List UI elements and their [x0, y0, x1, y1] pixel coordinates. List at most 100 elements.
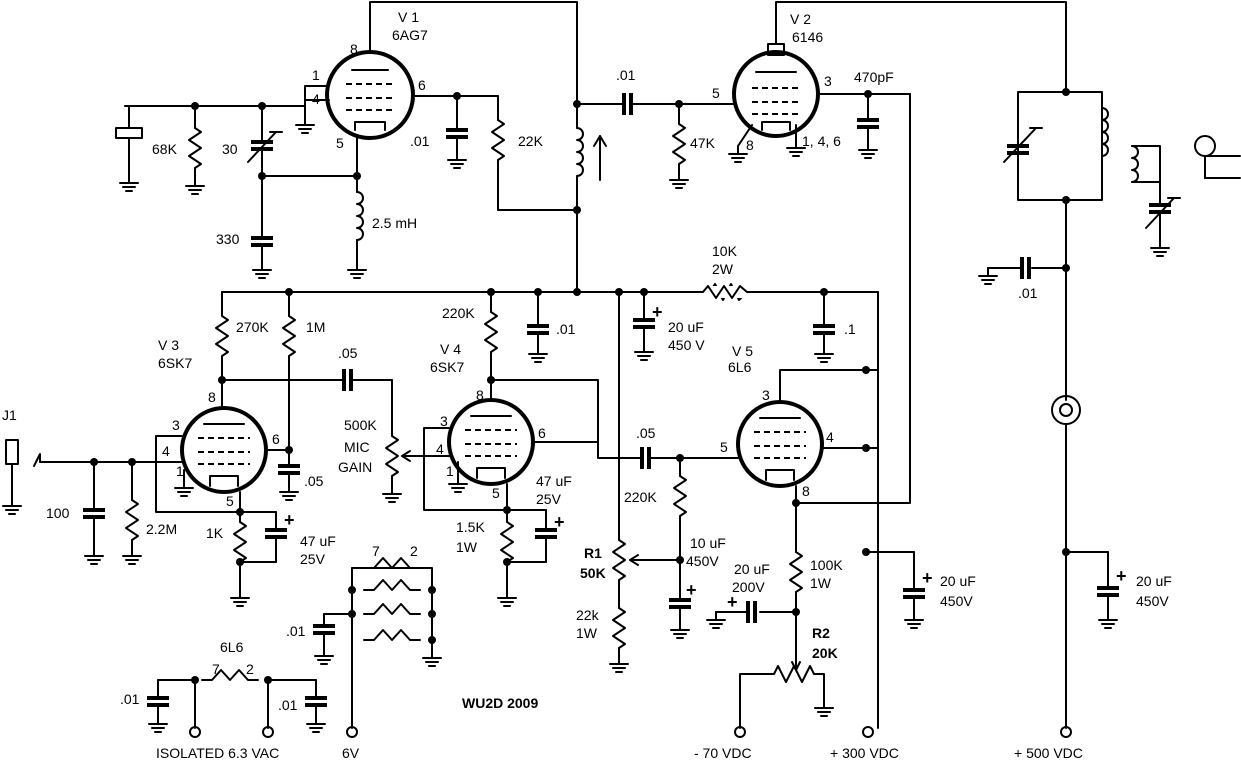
c01e-label: .01	[120, 691, 140, 707]
v6-label: 6V	[342, 745, 360, 761]
heater-6l6-label: 6L6	[220, 639, 244, 655]
v5-pin5: 5	[720, 439, 728, 455]
v4-pin1: 1	[446, 463, 454, 479]
v3-pin1: 1	[176, 463, 184, 479]
v3-pin5: 5	[226, 493, 234, 509]
r2-value: 20K	[812, 645, 838, 661]
heater-pin7: 7	[372, 543, 380, 559]
r100k-watt: 1W	[810, 575, 832, 591]
v1-tube	[325, 50, 415, 140]
audio-section: +	[2, 283, 933, 738]
v3-tube	[180, 406, 268, 494]
svg-text:+: +	[1116, 566, 1127, 586]
c01d-label: .01	[286, 623, 306, 639]
c470-label: 470pF	[854, 69, 894, 85]
v2-pin5: 5	[712, 85, 720, 101]
v2-pin3: 3	[824, 73, 832, 89]
v4-pin6: 6	[538, 425, 546, 441]
r1-label: R1	[584, 545, 602, 561]
terminal-500v[interactable]	[1060, 726, 1072, 738]
r15k-label: 1.5K	[456, 519, 485, 535]
heater-wiring	[145, 557, 442, 738]
c20b-label: 20 uF	[734, 561, 770, 577]
v1-name: V 1	[398, 9, 419, 25]
c47b-volt: 25V	[536, 491, 562, 507]
r10k-watt: 2W	[712, 261, 734, 277]
r68k-label: 68K	[152, 141, 178, 157]
r47k-label: 47K	[690, 135, 716, 151]
r22kb-label: 22k	[576, 607, 600, 623]
r220k-label: 220K	[442, 305, 475, 321]
svg-text:+: +	[922, 568, 933, 588]
c30-label: 30	[222, 141, 238, 157]
r22kb-watt: 1W	[576, 625, 598, 641]
v5-type: 6L6	[728, 359, 752, 375]
c20d-volt: 450V	[1136, 593, 1169, 609]
j1-jack[interactable]	[5, 439, 19, 465]
svg-text:+: +	[727, 592, 738, 612]
v5-tube	[736, 400, 824, 488]
c05a-label: .05	[338, 345, 358, 361]
c20c-volt: 450V	[940, 593, 973, 609]
c20b-volt: 200V	[732, 579, 765, 595]
gain-label: GAIN	[338, 459, 372, 475]
terminal-iso-a[interactable]	[189, 726, 201, 738]
c01a-label: .01	[410, 133, 430, 149]
v300-label: + 300 VDC	[830, 745, 899, 761]
v5-pin4: 4	[826, 429, 834, 445]
c01f-label: .01	[278, 697, 298, 713]
c47b-label: 47 uF	[536, 473, 572, 489]
pi-tank	[1017, 91, 1103, 201]
v1-stage	[115, 1, 736, 293]
c01b-label: .01	[556, 321, 576, 337]
r500k-label: 500K	[344, 417, 377, 433]
terminal-6v[interactable]	[346, 726, 358, 738]
v1-pin1: 1	[312, 67, 320, 83]
c1-label: .1	[844, 321, 856, 337]
c10-label: 10 uF	[690, 535, 726, 551]
c47a-volt: 25V	[300, 551, 326, 567]
v2-type: 6146	[792, 29, 823, 45]
c20c-label: 20 uF	[940, 573, 976, 589]
r1k-label: 1K	[206, 525, 224, 541]
l25-label: 2.5 mH	[372, 215, 417, 231]
tank-and-output: +	[978, 88, 1241, 738]
c47a-label: 47 uF	[300, 533, 336, 549]
v1-type: 6AG7	[392, 27, 428, 43]
c20d-label: 20 uF	[1136, 573, 1172, 589]
v1-pin8: 8	[350, 41, 358, 57]
v3-pin3: 3	[172, 417, 180, 433]
r1-value: 50K	[580, 565, 606, 581]
v4-pin5: 5	[492, 485, 500, 501]
terminal-iso-b[interactable]	[262, 726, 274, 738]
c05c-label: .05	[636, 425, 656, 441]
v4-pin3: 3	[440, 413, 448, 429]
c01c-label: .01	[1018, 285, 1038, 301]
r100k-label: 100K	[810, 557, 843, 573]
terminal-300v[interactable]	[862, 726, 874, 738]
v3-pin4: 4	[162, 443, 170, 459]
v3-pin6: 6	[272, 431, 280, 447]
c330-label: 330	[216, 231, 240, 247]
v4-name: V 4	[440, 341, 461, 357]
r2-label: R2	[812, 625, 830, 641]
v2-name: V 2	[790, 11, 811, 27]
r220kb-label: 220K	[624, 489, 657, 505]
v3-pin8: 8	[208, 389, 216, 405]
v1-pin4: 4	[312, 91, 320, 107]
c10-volt: 450V	[686, 553, 719, 569]
c01cpl-label: .01	[616, 67, 636, 83]
v5-pin8: 8	[802, 483, 810, 499]
copyright-label: WU2D 2009	[462, 695, 538, 711]
r15k-watt: 1W	[456, 539, 478, 555]
r270k-label: 270K	[236, 319, 269, 335]
component-labels: V 1 6AG7 8 1 4 6 5 68K 30 330 2.5 mH .01…	[2, 9, 1172, 761]
c20a-label: 20 uF	[668, 319, 704, 335]
heater-pin2: 2	[410, 543, 418, 559]
v4-pin4: 4	[436, 441, 444, 457]
terminal-neg70v[interactable]	[734, 726, 746, 738]
svg-text:+: +	[686, 580, 697, 600]
v3-name: V 3	[158, 337, 179, 353]
r10k-label: 10K	[712, 243, 738, 259]
c05b-label: .05	[304, 473, 324, 489]
